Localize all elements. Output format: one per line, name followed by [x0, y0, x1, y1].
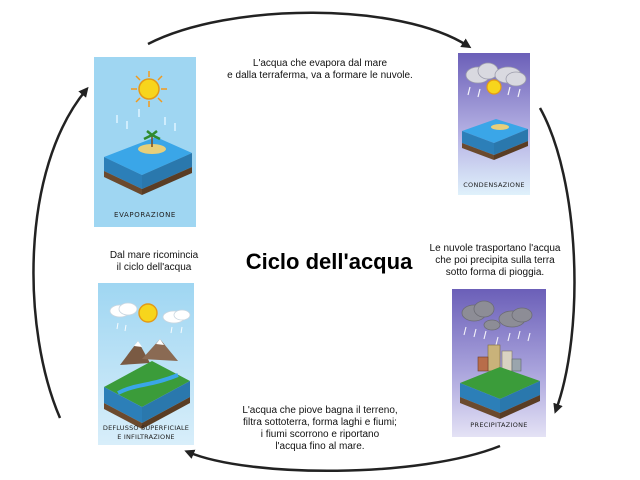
runoff-label-line-1: DEFLUSSO SUPERFICIALE [102, 424, 190, 432]
cloud-icon [465, 62, 527, 87]
runoff-text-line-2: il ciclo dell'acqua [116, 262, 192, 273]
land-block [104, 361, 190, 429]
precipitation-text: L'acqua che piove bagna il terreno, filt… [222, 405, 418, 453]
precipitation-text-line-4: l'acqua fino al mare. [275, 441, 365, 452]
sea-block [104, 137, 192, 195]
land-block [460, 367, 540, 419]
sun-icon [138, 303, 158, 323]
sea-block [462, 119, 528, 160]
evaporation-text: L'acqua che evapora dal mare e dalla ter… [200, 58, 440, 82]
city-icon [477, 344, 522, 372]
arrow-right [538, 107, 576, 414]
evaporation-label: EVAPORAZIONE [114, 211, 176, 219]
runoff-panel: DEFLUSSO SUPERFICIALE E INFILTRAZIONE [98, 283, 194, 445]
runoff-label: DEFLUSSO SUPERFICIALE E INFILTRAZIONE [98, 424, 194, 442]
condensation-label: CONDENSAZIONE [463, 181, 525, 189]
precipitation-panel: PRECIPITAZIONE [452, 289, 546, 437]
evaporation-text-line-1: L'acqua che evapora dal mare [252, 58, 388, 69]
precipitation-label: PRECIPITAZIONE [470, 421, 528, 429]
condensation-panel: CONDENSAZIONE [458, 53, 530, 195]
cloud-icon [461, 300, 533, 331]
arrow-left [32, 86, 89, 419]
evaporation-text-line-2: e dalla terraferma, va a formare le nuvo… [227, 70, 413, 81]
condensation-text-line-3: sotto forma di pioggia. [445, 267, 545, 278]
precipitation-text-line-2: filtra sottoterra, forma laghi e fiumi; [243, 417, 397, 428]
cloud-icon [109, 302, 191, 324]
diagram-title: Ciclo dell'acqua [245, 249, 413, 274]
condensation-text-line-2: che poi precipita sulla terra [435, 255, 555, 266]
island-icon [138, 130, 166, 154]
runoff-text: Dal mare ricomincia il ciclo dell'acqua [100, 250, 208, 274]
precipitation-text-line-1: L'acqua che piove bagna il terreno, [242, 405, 398, 416]
sun-icon [486, 79, 502, 95]
evaporation-panel: EVAPORAZIONE [94, 57, 196, 227]
sun-icon [131, 71, 167, 107]
runoff-text-line-1: Dal mare ricomincia [109, 250, 199, 261]
precipitation-text-line-3: i fiumi scorrono e riportano [260, 429, 380, 440]
arrow-top [147, 11, 472, 49]
mountain-icon [120, 339, 178, 365]
condensation-text: Le nuvole trasportano l'acqua che poi pr… [420, 243, 570, 279]
runoff-label-line-2: E INFILTRAZIONE [117, 433, 175, 441]
arrow-bottom [184, 444, 501, 472]
condensation-text-line-1: Le nuvole trasportano l'acqua [429, 243, 561, 254]
